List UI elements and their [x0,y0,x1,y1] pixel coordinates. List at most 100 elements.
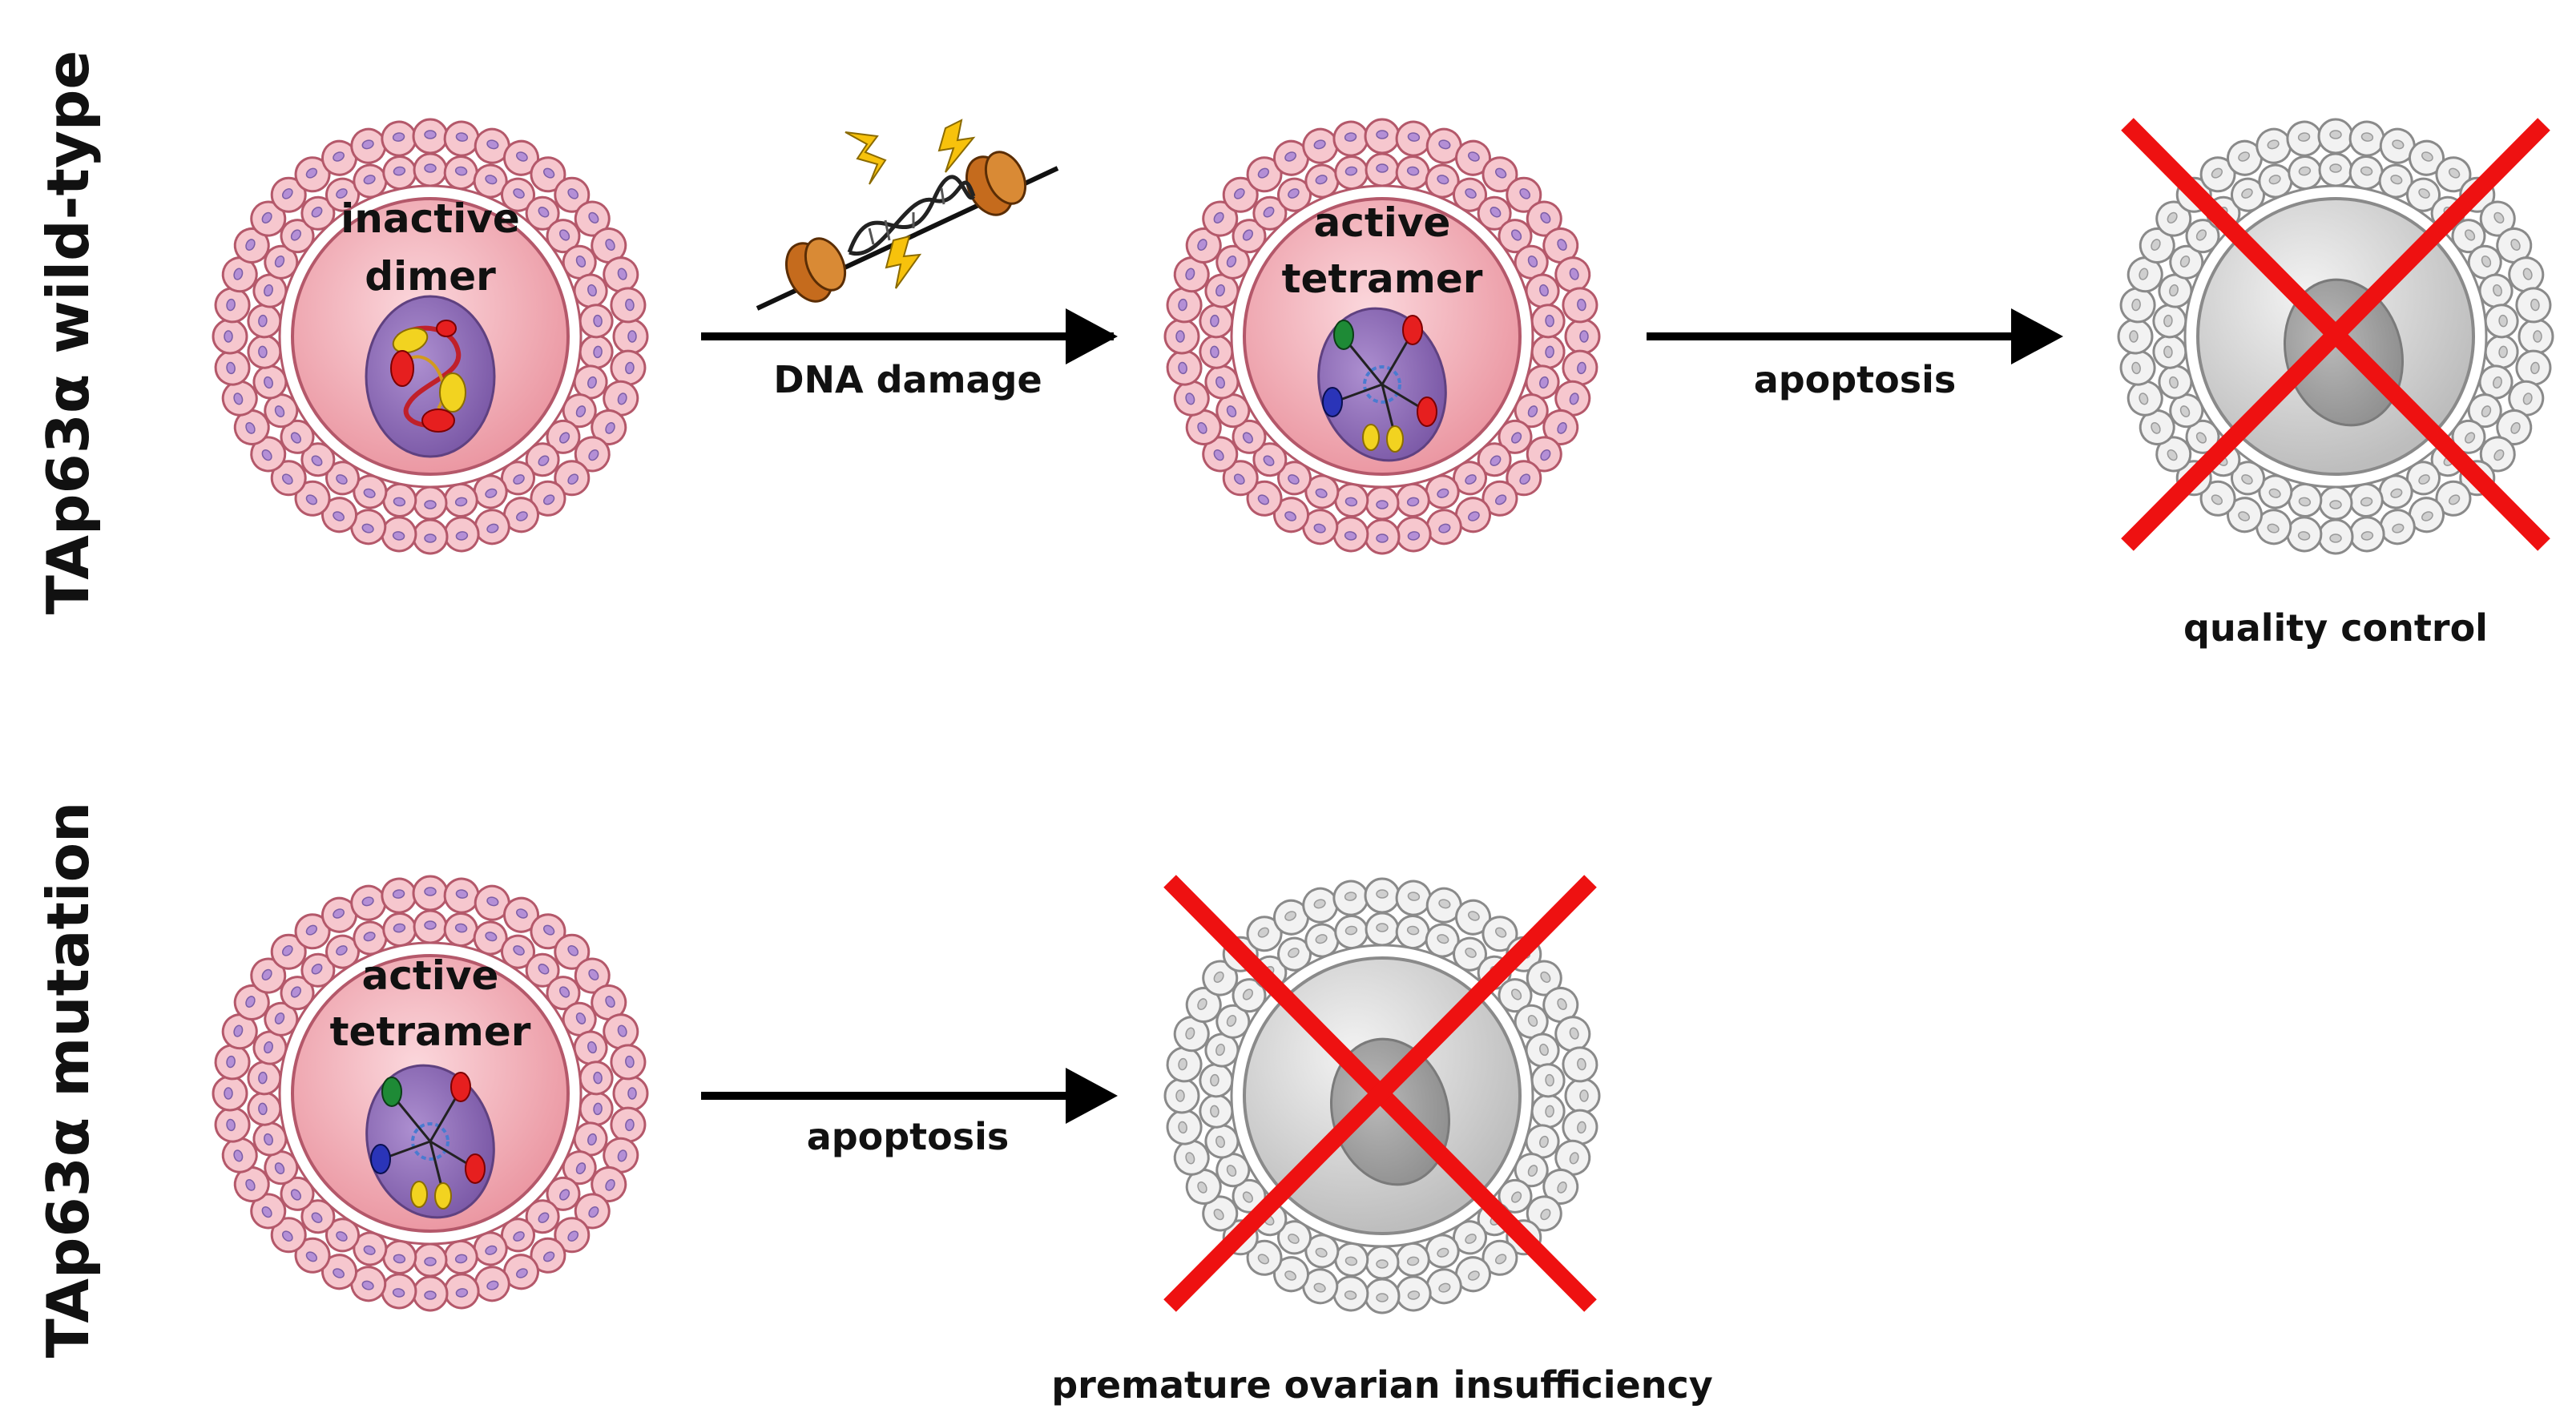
granulosa-nucleus [2493,449,2505,461]
granulosa-nucleus [226,361,236,375]
granulosa-nucleus [1376,923,1389,932]
granulosa-nucleus [2493,284,2502,297]
granulosa-nucleus [333,908,345,919]
granulosa-nucleus [2238,151,2250,162]
granulosa-nucleus [1257,927,1270,938]
granulosa-nucleus [2329,533,2342,543]
arrow-apoptosis-wildtype: apoptosis [1647,308,2063,401]
granulosa-nucleus [258,1071,268,1085]
granulosa-nucleus [1527,1165,1538,1177]
granulosa-nucleus [1197,1181,1207,1194]
granulosa-nucleus [559,432,570,444]
granulosa-nucleus [2329,500,2342,509]
granulosa-nucleus [2465,229,2476,241]
granulosa-nucleus [424,887,437,896]
nucleus [1317,307,1447,462]
granulosa-nucleus [1263,207,1275,218]
granulosa-nucleus [454,923,468,933]
granulosa-nucleus [1376,163,1389,173]
granulosa-nucleus [1344,166,1358,176]
granulosa-nucleus [593,345,603,359]
cell-label-line2: dimer [365,253,496,300]
granulosa-nucleus [1539,1135,1549,1149]
granulosa-nucleus [1527,405,1538,418]
granulosa-nucleus [2179,255,2191,268]
granulosa-nucleus [1511,229,1522,241]
granulosa-nucleus [258,345,268,359]
granulosa-nucleus [1215,376,1225,389]
granulosa-nucleus [2167,449,2178,461]
granulosa-nucleus [224,1087,233,1100]
granulosa-nucleus [1242,988,1253,1000]
granulosa-nucleus [2498,314,2508,328]
granulosa-nucleus [311,1212,323,1223]
granulosa-nucleus [233,1149,244,1162]
granulosa-nucleus [605,239,615,251]
granulosa-nucleus [588,1206,599,1218]
granulosa-nucleus [311,455,323,466]
granulosa-nucleus [1344,132,1357,142]
red-cross-icon [1163,875,1597,1312]
granulosa-nucleus [1519,187,1531,199]
granulosa-nucleus [233,268,244,280]
granulosa-nucleus [1407,892,1421,901]
granulosa-nucleus [261,449,272,461]
granulosa-nucleus [2421,151,2433,162]
granulosa-nucleus [567,187,579,199]
granulosa-nucleus [588,968,599,981]
granulosa-nucleus [2268,488,2281,498]
granulosa-nucleus [605,1179,615,1191]
granulosa-nucleus [2360,497,2373,507]
granulosa-nucleus [424,1290,437,1300]
granulosa-nucleus [361,139,374,150]
granulosa-nucleus [627,330,637,343]
granulosa-nucleus [2418,188,2430,199]
granulosa-nucleus [1185,268,1195,280]
granulosa-nucleus [1376,1259,1389,1269]
granulosa-nucleus [567,473,579,485]
granulosa-nucleus [485,175,498,185]
granulosa-nucleus [513,1231,525,1242]
granulosa-nucleus [593,314,603,328]
granulosa-nucleus [2522,268,2533,280]
granulosa-nucleus [2533,330,2542,343]
granulosa-nucleus [2195,432,2207,444]
granulosa-nucleus [2329,163,2342,173]
granulosa-nucleus [2498,345,2508,359]
granulosa-nucleus [625,1118,635,1132]
granulosa-nucleus [1213,449,1224,461]
granulosa-nucleus [1406,497,1420,507]
granulosa-nucleus [2268,175,2281,185]
granulosa-nucleus [1210,1105,1219,1118]
granulosa-nucleus [1577,298,1586,312]
granulosa-nucleus [1257,1254,1270,1265]
granulosa-nucleus [1407,1290,1421,1300]
follicle-dead-quality-control: quality control [2117,118,2554,650]
granulosa-nucleus [2163,314,2173,328]
granulosa-nucleus [2530,298,2540,312]
granulosa-nucleus [538,207,550,218]
granulosa-nucleus [258,1102,268,1116]
granulosa-nucleus [1213,1208,1224,1221]
granulosa-nucleus [392,1288,405,1298]
granulosa-nucleus [1197,239,1207,251]
granulosa-nucleus [2211,494,2223,505]
granulosa-nucleus [587,1133,597,1146]
granulosa-nucleus [393,166,406,176]
granulosa-nucleus [587,1041,597,1054]
granulosa-nucleus [361,523,374,533]
granulosa-nucleus [1213,971,1224,984]
granulosa-nucleus [486,523,499,533]
nucleus [365,295,496,458]
granulosa-nucleus [311,964,323,975]
granulosa-nucleus [1468,151,1480,162]
granulosa-nucleus [1344,925,1358,936]
arrow-label: apoptosis [1754,358,1957,401]
granulosa-nucleus [1284,911,1296,921]
granulosa-nucleus [1407,132,1421,142]
arrow-dna-damage: DNA damage [701,119,1118,401]
granulosa-nucleus [363,1245,376,1255]
granulosa-nucleus [281,944,293,956]
granulosa-nucleus [1226,1014,1237,1027]
granulosa-nucleus [1494,1254,1507,1265]
